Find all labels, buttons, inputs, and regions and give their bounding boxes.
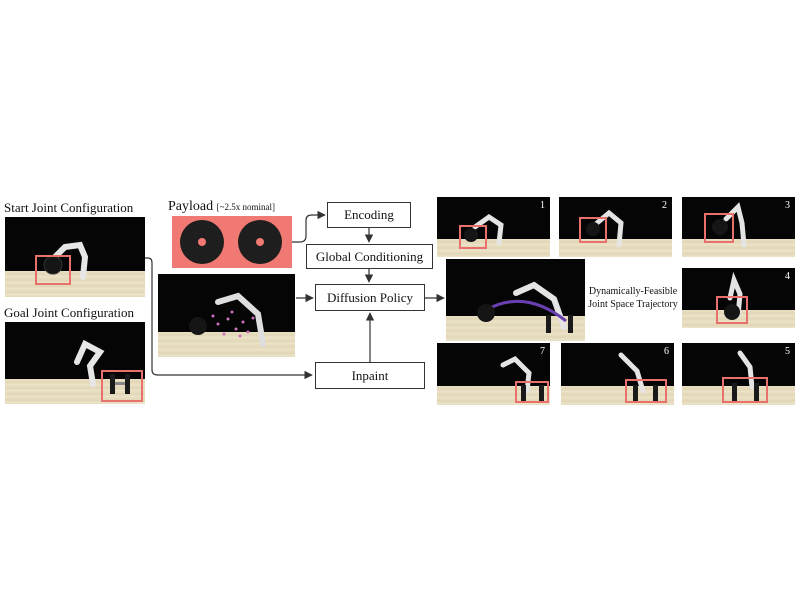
payload-photo: [172, 216, 292, 268]
payload-highlight-box: [101, 370, 143, 402]
goal-configuration-photo: [5, 322, 145, 404]
trajectory-frame-2: 2: [559, 197, 672, 257]
frame-number: 7: [540, 346, 545, 357]
payload-highlight-box: [459, 225, 487, 249]
diffusion-policy-box: Diffusion Policy: [315, 284, 425, 311]
payload-to-encoding-arrow: [292, 210, 326, 243]
trajectory-frame-3: 3: [682, 197, 795, 257]
start-joint-configuration-label: Start Joint Configuration: [4, 200, 134, 215]
payload-note: [~2.5x nominal]: [216, 202, 275, 212]
trajectory-photo: [446, 259, 585, 341]
trajectory-frame-7: 7: [437, 343, 550, 405]
payload-highlight-box: [704, 213, 734, 243]
goal-joint-configuration-label: Goal Joint Configuration: [4, 305, 134, 320]
configurations-to-inpaint-arrow: [145, 257, 313, 380]
trajectory-frame-1: 1: [437, 197, 550, 257]
inpaint-box: Inpaint: [315, 362, 425, 389]
frame-number: 3: [785, 200, 790, 211]
weight-plates-illustration: [180, 220, 282, 264]
frame-number: 2: [662, 200, 667, 211]
noisy-trajectory-illustration: [189, 292, 266, 347]
noisy-diffusion-photo: [158, 274, 295, 357]
robot-arm-illustration: [74, 339, 130, 394]
payload-highlight-box: [579, 217, 607, 243]
frame-number: 1: [540, 200, 545, 211]
encoding-box: Encoding: [327, 202, 411, 228]
start-configuration-photo: [5, 217, 145, 297]
payload-title: Payload [~2.5x nominal]: [168, 199, 275, 214]
trajectory-frame-5: 5: [682, 343, 795, 405]
payload-highlight-box: [716, 296, 748, 324]
payload-highlight-box: [515, 381, 549, 403]
trajectory-frame-6: 6: [561, 343, 674, 405]
payload-highlight-box: [722, 377, 768, 403]
trajectory-label: Dynamically-Feasible Joint Space Traject…: [588, 286, 678, 310]
frame-number: 4: [785, 271, 790, 282]
trajectory-illustration: [477, 281, 573, 333]
payload-highlight-box: [625, 379, 667, 403]
trajectory-frame-4: 4: [682, 268, 795, 328]
frame-number: 6: [664, 346, 669, 357]
frame-number: 5: [785, 346, 790, 357]
global-conditioning-box: Global Conditioning: [306, 244, 433, 269]
payload-highlight-box: [35, 255, 71, 285]
